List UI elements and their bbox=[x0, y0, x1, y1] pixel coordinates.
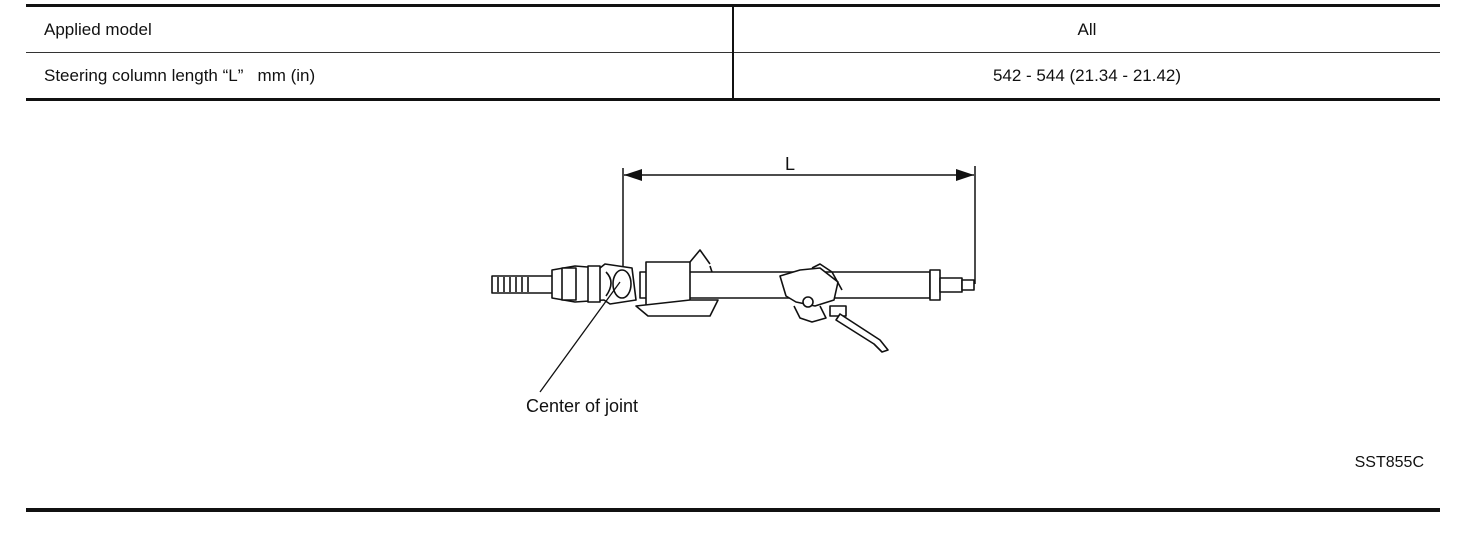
steering-column-drawing bbox=[491, 249, 975, 353]
spec-table: Applied model All Steering column length… bbox=[26, 4, 1440, 101]
callout-center-of-joint: Center of joint bbox=[526, 396, 638, 416]
bottom-rule bbox=[26, 508, 1440, 512]
cell-label-column-length: Steering column length “L” mm (in) bbox=[26, 52, 733, 101]
dimension-line-l bbox=[622, 166, 976, 284]
cell-label-applied-model: Applied model bbox=[26, 4, 733, 53]
figure-id: SST855C bbox=[1355, 454, 1424, 471]
cell-value-applied-model: All bbox=[732, 4, 1440, 53]
callout-leader-line bbox=[539, 281, 621, 393]
table-row-applied-model: Applied model All bbox=[26, 4, 1440, 53]
table-row-column-length: Steering column length “L” mm (in) 542 -… bbox=[26, 52, 1440, 101]
dimension-label-l: L bbox=[785, 154, 795, 174]
cell-value-column-length: 542 - 544 (21.34 - 21.42) bbox=[732, 52, 1440, 101]
